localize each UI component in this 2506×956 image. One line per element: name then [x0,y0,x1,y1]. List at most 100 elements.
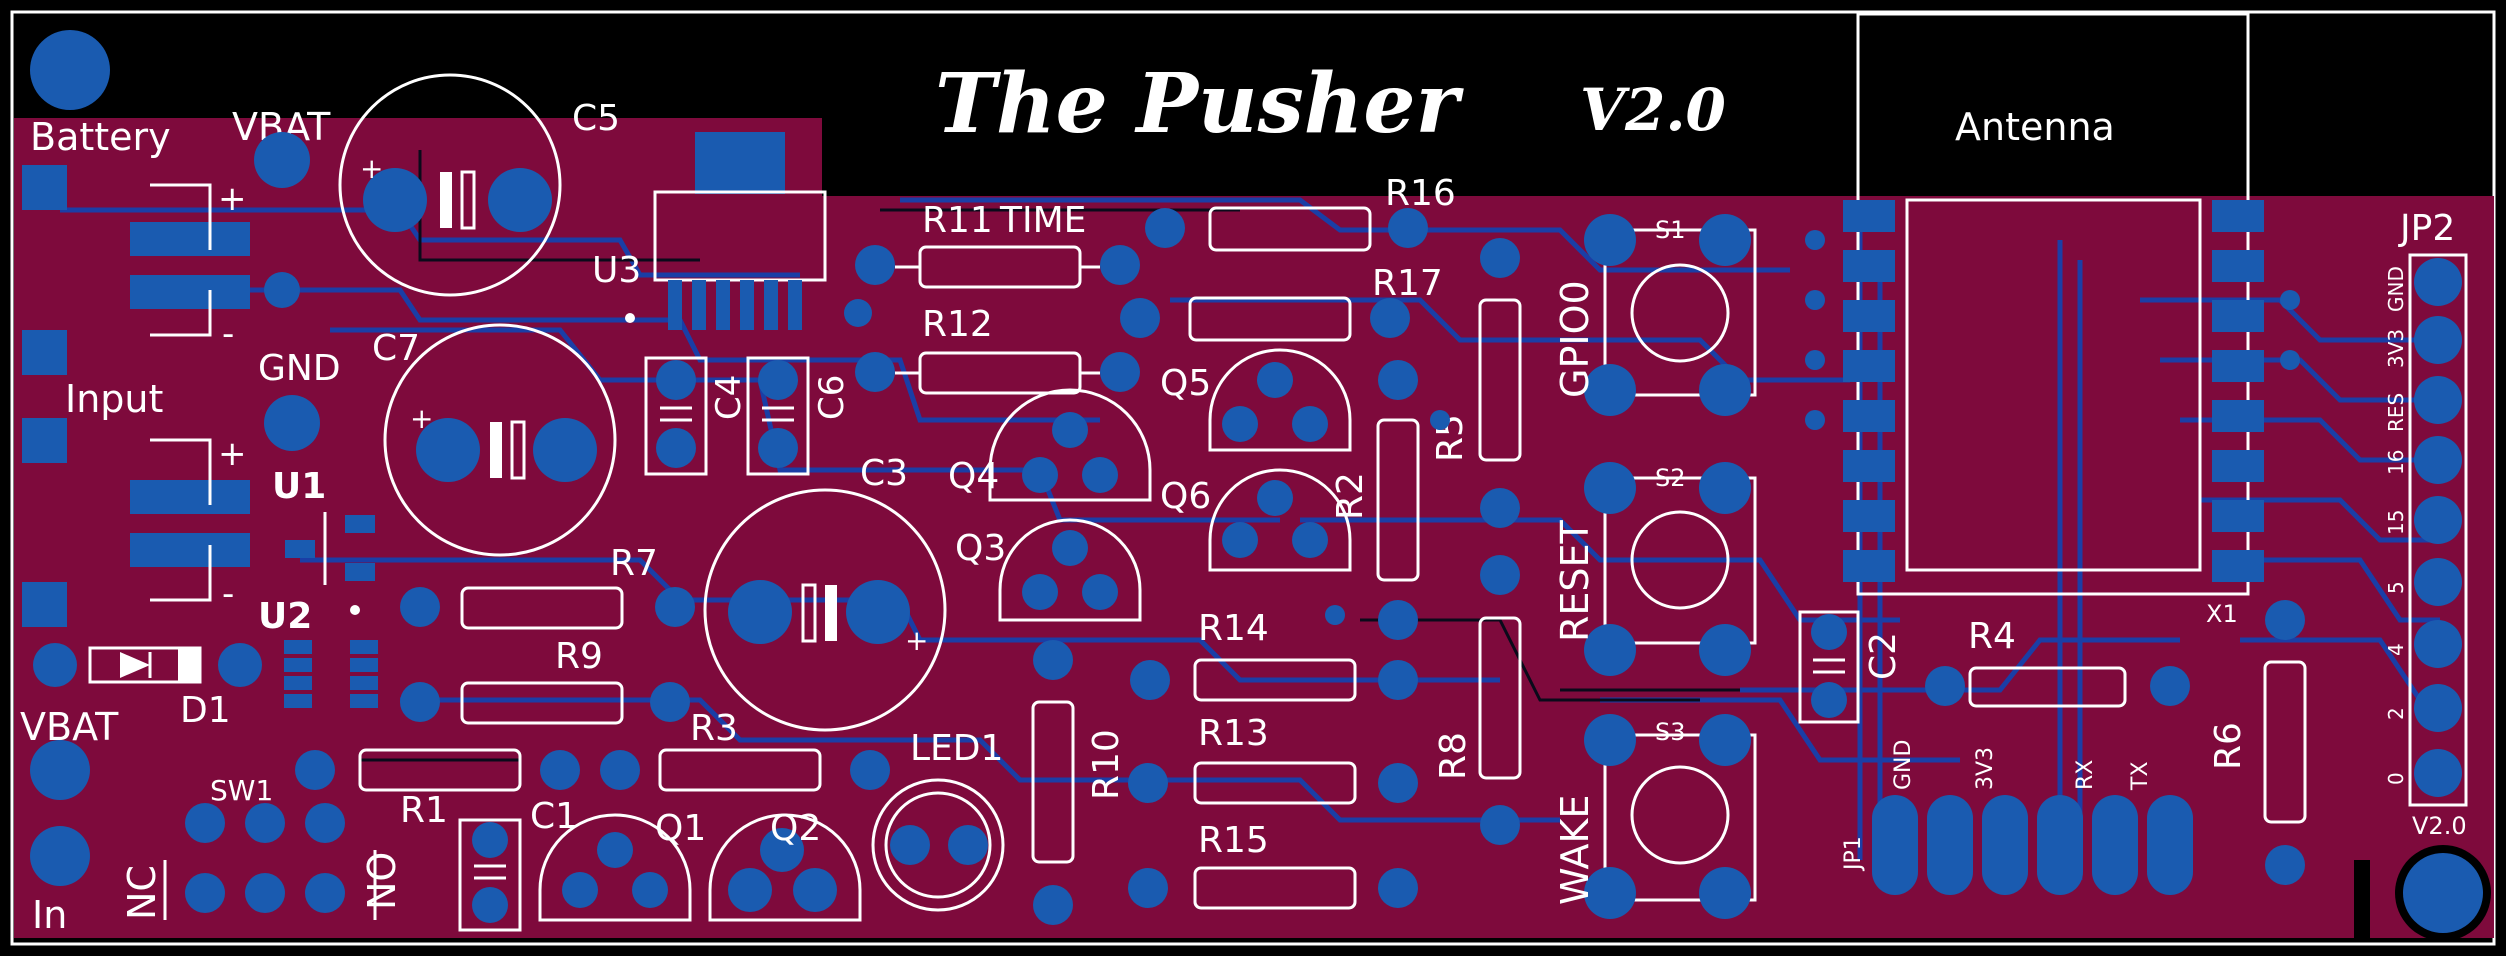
transistor-q1 [538,813,692,922]
jp2-pin-2: 2 [2384,707,2408,720]
traces [60,197,2440,880]
r7-label: R7 [610,543,658,584]
c3-label: C3 [860,453,908,494]
mounting-hole-bottom-right-pad [2403,853,2483,933]
q4-label: Q4 [948,456,999,497]
transistor-q4 [988,388,1152,502]
vias [1325,230,2300,625]
button-s1[interactable] [1584,214,1757,416]
capacitor-c3: + [703,488,947,732]
r3-label: R3 [690,708,738,749]
transistor-q2 [708,813,862,922]
vertical-resistors [1031,238,2307,925]
jp2-pin-16: 16 [2384,450,2408,475]
c5-label: C5 [572,98,620,139]
jp2-pin-5: 5 [2384,581,2408,594]
r12-label: R12 [922,304,993,345]
c4-label: C4 [709,375,749,420]
regulator-u3 [625,132,872,330]
button-s3[interactable] [1584,714,1757,919]
c7-label: C7 [372,328,420,369]
jp2-label: JP2 [2398,208,2455,249]
chip-u1 [285,512,375,585]
q6-label: Q6 [1160,476,1211,517]
jp1-pin-tx: TX [2128,761,2153,791]
button-s2[interactable] [1584,462,1757,676]
r6-label: R6 [2208,722,2249,770]
svg-text:+: + [410,402,433,435]
r2-label: R2 [1330,472,1371,520]
resistors [295,206,2190,910]
sw1-pads [185,803,345,913]
s3-label: S3 [1655,718,1686,746]
r11-label: R11 [922,200,993,241]
led1-label: LED1 [910,728,1003,769]
battery-label: Battery [30,115,171,159]
esp-module-pads [1843,200,2264,582]
x1-label: X1 [2206,600,2238,628]
q3-label: Q3 [955,528,1006,569]
jp1-pin-rx: RX [2073,760,2098,790]
u1-label: U1 [272,466,326,507]
r1-label: R1 [400,790,448,831]
vbat-pad [254,132,310,188]
jp2-outline [2408,253,2468,807]
r13-label: R13 [1198,713,1269,754]
capacitor-c6 [746,356,810,476]
u3-label: U3 [592,250,641,291]
transistor-q5 [1208,348,1352,452]
chip-u2 [284,605,378,708]
jp2-pin-labels: GND 3V3 RES 16 15 5 4 2 0 [2384,266,2408,785]
corner-version: V2.0 [2412,812,2467,840]
capacitor-c2 [1798,610,1860,724]
s1-label: S1 [1655,216,1686,244]
time-label: TIME [999,200,1086,241]
input-connector: + - [22,418,250,627]
capacitor-c4 [644,356,708,476]
in-pad [30,826,90,886]
battery-connector: + - [22,165,300,375]
svg-text:+: + [360,152,383,185]
jp2-pin-3v3: 3V3 [2384,329,2408,368]
r8-label: R8 [1433,732,1474,780]
r17-label: R17 [1372,263,1443,304]
antenna-label: Antenna [1955,105,2115,149]
gnd-label: GND [258,348,341,389]
r9-label: R9 [555,636,603,677]
input-label: Input [65,377,163,421]
r10-label: R10 [1086,729,1127,800]
q5-label: Q5 [1160,363,1211,404]
wake-label: WAKE [1553,795,1597,905]
reset-label: RESET [1553,519,1597,642]
mounting-hole-top-left [30,30,110,110]
jp2-pin-res: RES [2384,393,2408,432]
jp1-pin-gnd: GND [1891,740,1916,790]
capacitor-c5: + [338,73,562,297]
jp2-pin-gnd: GND [2384,266,2408,312]
jp1-label: JP1 [1841,836,1866,872]
jp2-header [2414,258,2462,797]
nc-label: NC [120,865,164,920]
input-minus: - [222,574,234,614]
d1-label: D1 [180,690,231,731]
sw1-label: SW1 [210,774,273,807]
c6-label: C6 [812,375,852,420]
jp2-pin-0: 0 [2384,772,2408,785]
esp-module-outline [1905,198,2202,572]
u2-label: U2 [258,596,312,637]
antenna-keepout [1860,16,2246,196]
transistor-q6 [1208,468,1352,572]
jp1-header [1872,795,2193,895]
input-plus: + [218,434,247,474]
jp1-pin-3v3: 3V3 [1973,747,1998,790]
vbat-bottom-pad [30,740,90,800]
diode-d1 [33,643,262,687]
c1-label: C1 [530,796,578,837]
r16-label: R16 [1385,173,1456,214]
board-title: The Pusher [935,56,1465,152]
capacitor-c7: + [383,323,617,557]
jp2-pin-4: 4 [2384,643,2408,656]
transistors [538,348,1352,922]
r15-label: R15 [1198,820,1269,861]
